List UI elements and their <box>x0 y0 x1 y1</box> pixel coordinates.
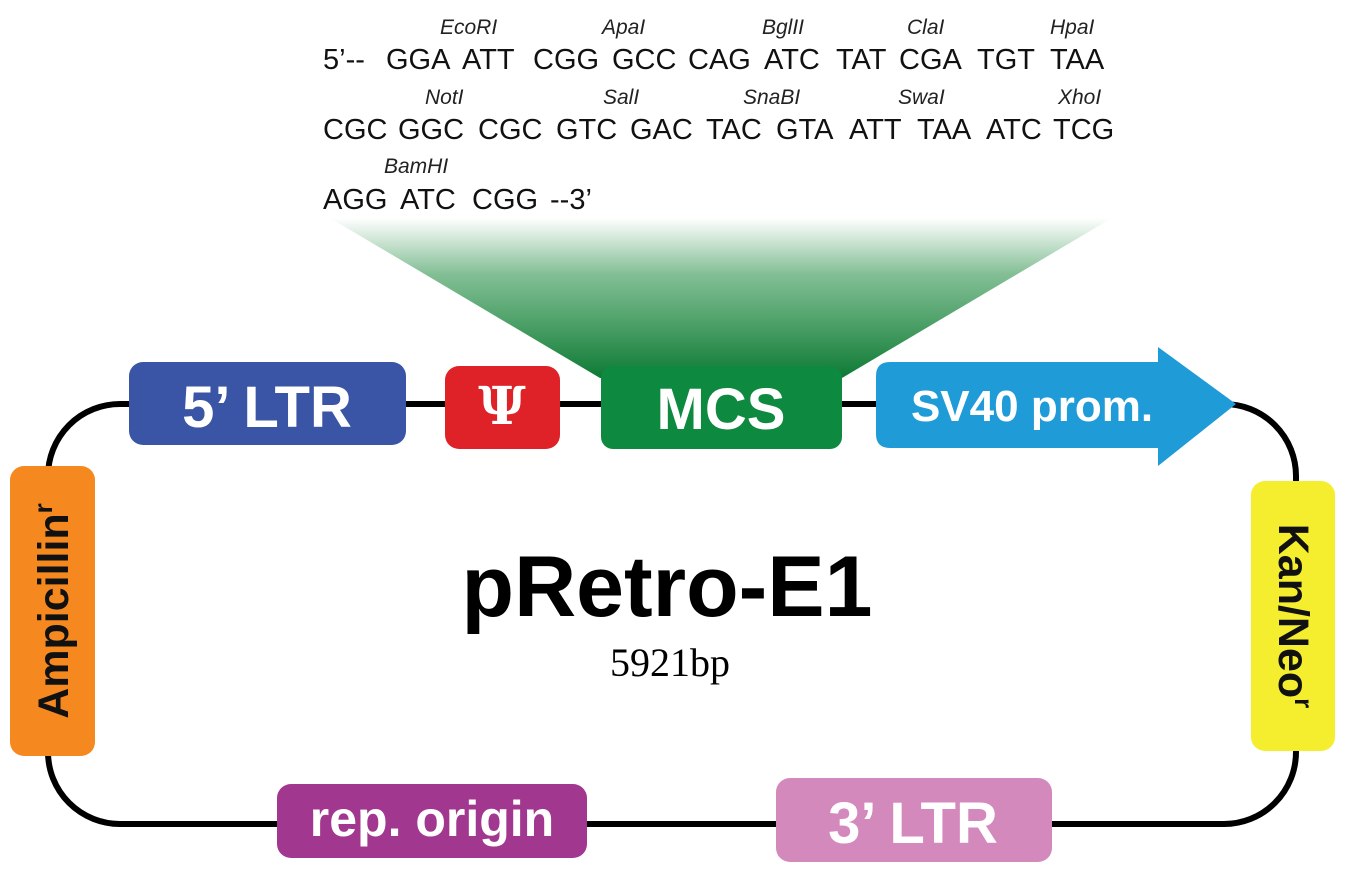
sequence-codon: 5’-- <box>323 44 365 76</box>
kanneo-text: Kan/Neo <box>1269 524 1317 698</box>
sequence-codon: CGA <box>899 44 963 76</box>
feature-psi-box <box>445 366 560 449</box>
feature-3-ltr: 3’ LTR <box>776 778 1052 862</box>
enzyme-label: ClaI <box>907 16 945 39</box>
sequence-codon: TCG <box>1053 114 1114 146</box>
feature-3-ltr-box <box>776 778 1052 862</box>
feature-kan-neo-label: Kan/Neor <box>1269 524 1319 709</box>
feature-ampicillin-label: Ampicillinr <box>28 503 78 719</box>
sequence-codon: CGG <box>472 184 538 216</box>
enzyme-label: EcoRI <box>440 16 497 39</box>
sequence-codon: TAC <box>706 114 762 146</box>
feature-rep-origin: rep. origin <box>277 784 587 858</box>
sequence-codon: CAG <box>688 44 751 76</box>
sequence-codon: TAT <box>836 44 887 76</box>
sequence-codon: GAC <box>630 114 693 146</box>
sequence-codon: ATC <box>764 44 820 76</box>
feature-rep-origin-label: rep. origin <box>310 791 554 847</box>
feature-5-ltr-label: 5’ LTR <box>182 375 352 440</box>
enzyme-label: SwaI <box>898 86 945 109</box>
sequence-codon: CGC <box>323 114 387 146</box>
enzyme-label: SnaBI <box>743 86 800 109</box>
sequence-codon: CGC <box>478 114 542 146</box>
sequence-codon: TAA <box>1050 44 1105 76</box>
sequence-codon: GTC <box>556 114 617 146</box>
kanneo-superscript: r <box>1289 698 1319 708</box>
sequence-codon: GTA <box>776 114 834 146</box>
sequence-codon: GGC <box>398 114 464 146</box>
feature-5-ltr: 5’ LTR <box>129 362 406 445</box>
sequence-codon: GCC <box>612 44 676 76</box>
plasmid-name: pRetro-E1 <box>462 539 873 635</box>
sequence-codon: ATC <box>986 114 1042 146</box>
sequence-codon: ATC <box>400 184 456 216</box>
feature-ampicillin-box <box>10 466 95 756</box>
feature-mcs-box <box>601 366 842 449</box>
plasmid-size: 5921bp <box>610 640 730 685</box>
sequence-codon: TGT <box>977 44 1035 76</box>
feature-rep-origin-box <box>277 784 587 858</box>
feature-5-ltr-box <box>129 362 406 445</box>
ampicillin-text: Ampicillin <box>30 513 78 718</box>
psi-symbol: Ψ <box>478 376 526 437</box>
feature-sv40-promoter: SV40 prom. <box>876 347 1236 466</box>
feature-kan-neo: Kan/Neor <box>1251 481 1335 751</box>
sequence-codon: TAA <box>917 114 972 146</box>
feature-mcs: MCS <box>601 366 842 449</box>
mcs-expansion-fan <box>330 218 1112 378</box>
sequence-codon: ATT <box>849 114 902 146</box>
mcs-sequence: EcoRI ApaI BglII ClaI HpaI 5’-- GGA ATT … <box>323 16 1114 216</box>
sequence-codon: GGA <box>386 44 451 76</box>
sequence-codon: --3’ <box>550 184 592 216</box>
sequence-codon: ATT <box>462 44 515 76</box>
sequence-codon: AGG <box>323 184 387 216</box>
enzyme-label: BglII <box>762 16 804 39</box>
enzyme-label: XhoI <box>1057 86 1101 109</box>
enzyme-label: ApaI <box>600 16 645 39</box>
enzyme-label: NotI <box>425 86 464 109</box>
feature-mcs-label: MCS <box>657 377 786 442</box>
feature-3-ltr-label: 3’ LTR <box>828 791 998 856</box>
enzyme-label: SalI <box>603 86 639 109</box>
feature-psi: Ψ <box>445 366 560 449</box>
feature-sv40-label: SV40 prom. <box>911 382 1153 431</box>
feature-ampicillin: Ampicillinr <box>10 466 95 756</box>
sequence-codon: CGG <box>533 44 599 76</box>
feature-kan-neo-box <box>1251 481 1335 751</box>
enzyme-label: HpaI <box>1050 16 1095 39</box>
enzyme-label: BamHI <box>384 155 448 178</box>
sv40-arrow <box>876 347 1236 466</box>
ampicillin-superscript: r <box>28 503 58 513</box>
